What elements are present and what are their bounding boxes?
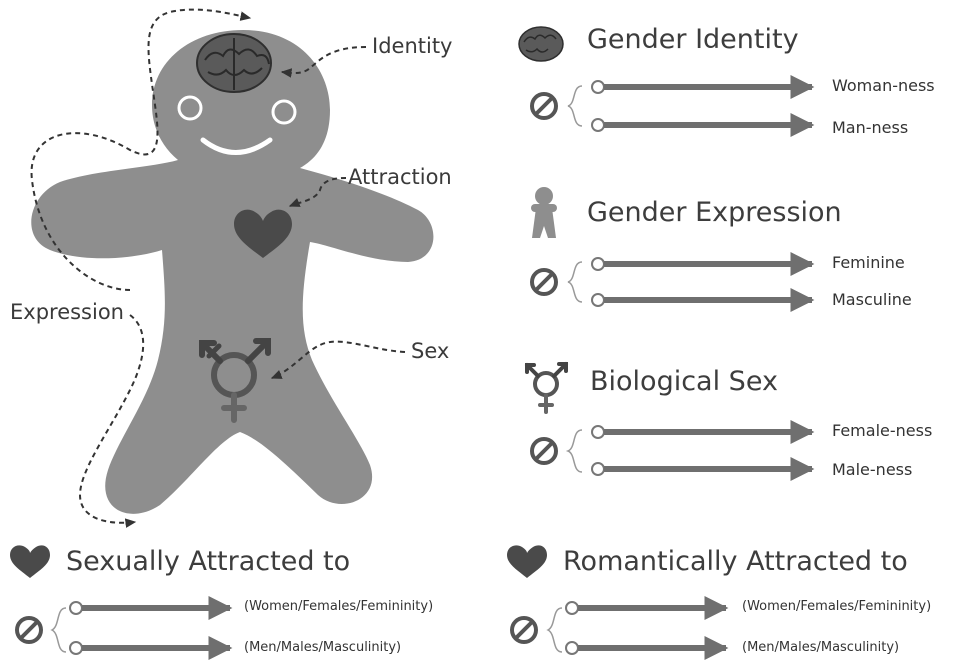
spectrum-romantic-women <box>566 602 726 614</box>
woman-ness-label: Woman-ness <box>832 76 935 95</box>
sex-label: Sex <box>411 339 449 363</box>
null-circle-icon <box>17 618 41 642</box>
spectrum-man-ness <box>592 119 812 131</box>
spectrum-romantic-men <box>566 642 726 654</box>
masculine-label: Masculine <box>832 290 912 309</box>
gingerbread-body <box>31 30 433 514</box>
transgender-symbol-icon <box>527 364 566 412</box>
heart-icon <box>507 545 547 578</box>
feminine-label: Feminine <box>832 253 905 272</box>
null-circle-icon <box>512 618 536 642</box>
brace <box>568 262 582 302</box>
gingerbread-icon <box>531 187 557 238</box>
gender-expression-title: Gender Expression <box>587 197 842 228</box>
spectrum-male-ness <box>592 463 812 475</box>
brain-icon <box>197 34 271 92</box>
romantic-men-label: (Men/Males/Masculinity) <box>742 640 899 655</box>
brace <box>52 608 66 652</box>
spectrum-feminine <box>592 258 812 270</box>
null-circle-icon <box>532 270 556 294</box>
female-ness-label: Female-ness <box>832 421 932 440</box>
biological-sex-title: Biological Sex <box>590 366 778 397</box>
spectrum-sexual-women <box>70 602 230 614</box>
sexual-women-label: (Women/Females/Femininity) <box>244 599 433 614</box>
brain-icon <box>519 27 563 61</box>
romantic-women-label: (Women/Females/Femininity) <box>742 599 931 614</box>
null-circle-icon <box>532 439 556 463</box>
gingerbread-figure <box>31 30 433 514</box>
male-ness-label: Male-ness <box>832 460 912 479</box>
heart-icon <box>10 545 50 578</box>
brace <box>568 430 582 472</box>
man-ness-label: Man-ness <box>832 118 908 137</box>
brace <box>548 608 562 652</box>
sexual-men-label: (Men/Males/Masculinity) <box>244 640 401 655</box>
spectrum-sexual-men <box>70 642 230 654</box>
sexually-attracted-title: Sexually Attracted to <box>66 546 350 577</box>
null-circle-icon <box>532 94 556 118</box>
expression-label: Expression <box>10 300 124 324</box>
spectrum-female-ness <box>592 426 812 438</box>
spectrum-masculine <box>592 294 812 306</box>
identity-label: Identity <box>372 34 452 58</box>
spectrum-woman-ness <box>592 81 812 93</box>
brace <box>568 86 582 126</box>
romantically-attracted-title: Romantically Attracted to <box>563 546 908 577</box>
attraction-label: Attraction <box>348 165 452 189</box>
gender-identity-title: Gender Identity <box>587 24 799 55</box>
